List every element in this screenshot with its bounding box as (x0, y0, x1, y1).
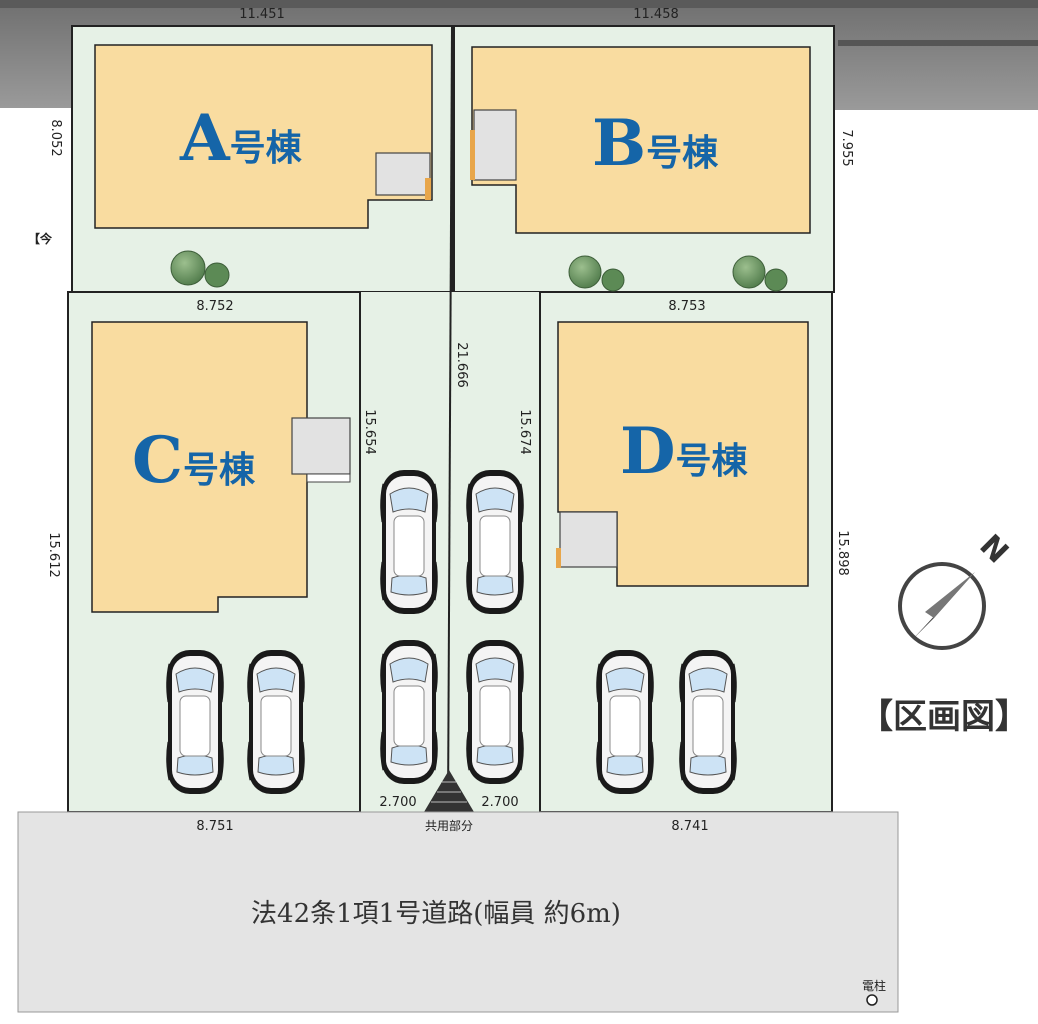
north-label: N (972, 528, 1015, 571)
road (17, 811, 899, 1013)
dim-d-left: 15.674 (517, 409, 532, 455)
dim-a-left: 8.052 (48, 119, 63, 156)
utility-pole-icon (866, 994, 878, 1006)
car-d-2 (679, 648, 737, 796)
background-road-line (838, 40, 1038, 46)
building-a-porch (375, 152, 431, 196)
tree-a (170, 250, 230, 288)
building-c-porch (291, 417, 351, 475)
tree-b-1 (568, 255, 625, 292)
car-c-1 (166, 648, 224, 796)
utility-pole: 電柱 (862, 978, 886, 1006)
building-b (471, 46, 811, 234)
car-driveway-left-lower (380, 638, 438, 786)
dim-d-right: 15.898 (835, 530, 850, 576)
dim-d-top: 8.753 (668, 299, 705, 314)
dim-d-bottom: 8.741 (671, 819, 708, 834)
dim-c-left: 15.612 (46, 532, 61, 578)
building-d-porch (559, 511, 618, 568)
building-b-label: B号棟 (592, 106, 719, 181)
dim-c-top: 8.752 (196, 299, 233, 314)
shared-area-label: 共用部分 (425, 818, 473, 833)
car-driveway-right-upper (466, 468, 524, 616)
building-d-label: D号棟 (620, 414, 749, 489)
car-driveway-right-lower (466, 638, 524, 786)
road-label: 法42条1項1号道路(幅員 約6m) (251, 899, 621, 929)
dim-c-bottom: 8.751 (196, 819, 233, 834)
dim-shared-right: 2.700 (481, 795, 518, 810)
dim-c-right: 15.654 (362, 409, 377, 455)
building-d (557, 321, 809, 587)
building-c-label: C号棟 (132, 423, 256, 498)
car-c-2 (247, 648, 305, 796)
building-b-porch (473, 109, 517, 181)
building-a (94, 44, 433, 229)
building-c (91, 321, 308, 613)
dim-shared-left: 2.700 (379, 795, 416, 810)
car-d-1 (596, 648, 654, 796)
dim-a-top: 11.451 (239, 7, 285, 22)
dim-b-top: 11.458 (633, 7, 679, 22)
cut-off-label: 【今 (28, 231, 53, 246)
dim-b-right: 7.955 (839, 129, 854, 166)
north-compass: N (898, 528, 1015, 650)
tree-b-2 (732, 255, 788, 292)
building-a-label: A号棟 (179, 101, 303, 176)
car-driveway-left-upper (380, 468, 438, 616)
plan-title: 【区画図】 (859, 697, 1029, 737)
utility-pole-label: 電柱 (862, 978, 886, 993)
dim-driveway-center: 21.666 (454, 342, 469, 388)
